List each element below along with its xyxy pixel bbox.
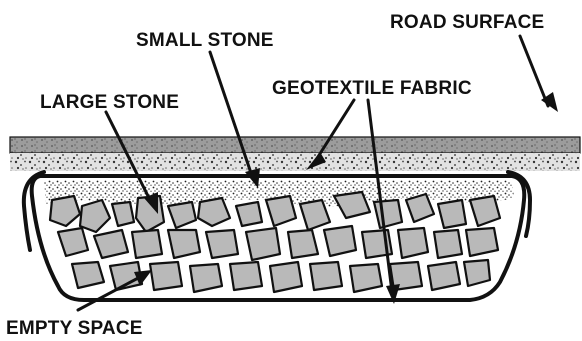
stone (190, 264, 222, 292)
stone (434, 230, 462, 258)
stone (288, 230, 318, 258)
stone (132, 230, 162, 258)
stone (310, 262, 342, 290)
stone (324, 226, 356, 256)
stone (150, 262, 182, 290)
stone (168, 230, 200, 258)
label-large-stone: LARGE STONE (40, 92, 179, 113)
stone (466, 228, 498, 256)
label-empty-space: EMPTY SPACE (6, 318, 143, 339)
stone (72, 262, 104, 288)
stone (230, 262, 262, 290)
stone (464, 260, 490, 286)
stone (438, 200, 466, 228)
stone (398, 228, 428, 258)
stone (428, 262, 460, 290)
label-road-surface: ROAD SURFACE (390, 12, 544, 33)
stone (236, 202, 262, 226)
stone (350, 264, 382, 292)
arrow-road-surface (520, 36, 548, 106)
road-surface-slab (10, 137, 580, 153)
gravel-layer (10, 153, 580, 171)
stone (374, 200, 402, 228)
stone (206, 230, 238, 258)
label-geotextile-fabric: GEOTEXTILE FABRIC (272, 78, 472, 99)
label-small-stone: SMALL STONE (136, 30, 274, 51)
stone (246, 228, 280, 260)
stone (270, 262, 302, 292)
